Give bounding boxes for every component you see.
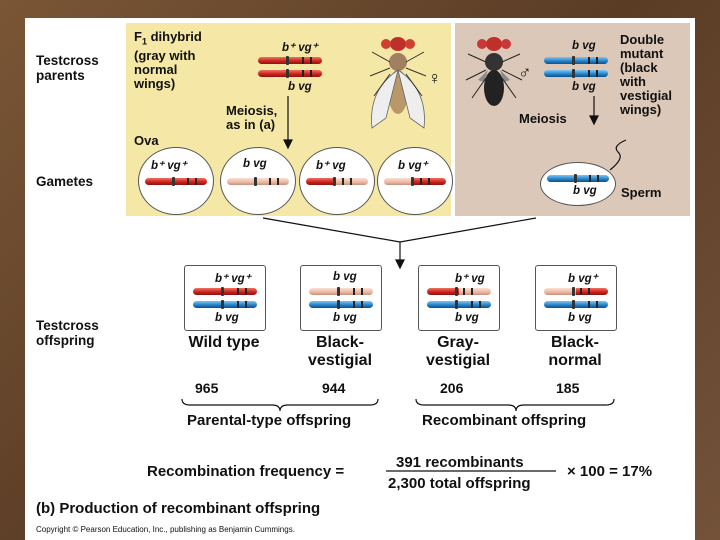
offspring-box-wild-type: b⁺ vg⁺ b vg (184, 265, 266, 331)
phenotype-wild-type: Wild type (188, 334, 260, 351)
gametes-label: Gametes (36, 174, 94, 189)
male-bottom-alleles: b vg (572, 81, 596, 93)
sperm-cell: b vg (540, 162, 616, 206)
recombination-frequency-label: Recombination frequency = (147, 463, 345, 480)
female-top-alleles: b⁺ vg⁺ (282, 42, 318, 54)
meiosis-a-label: Meiosis,as in (a) (226, 103, 278, 132)
ovum-2: b vg (220, 147, 296, 215)
parental-type-label: Parental-type offspring (187, 412, 352, 429)
ovum-4: b vg⁺ (377, 147, 453, 215)
female-bottom-alleles: b vg (288, 81, 312, 93)
offspring-box-black-normal: b vg⁺ b vg (535, 265, 617, 331)
male-top-alleles: b vg (572, 40, 596, 52)
count-gray-vestigial: 206 (440, 380, 464, 396)
male-chromosome-top (544, 56, 608, 65)
ova-label: Ova (134, 133, 159, 148)
figure-caption: (b) Production of recombinant offspring (36, 500, 321, 517)
copyright-notice: Copyright © Pearson Education, Inc., pub… (36, 525, 295, 534)
formula-result: × 100 = 17% (567, 463, 653, 480)
count-black-vestigial: 944 (322, 380, 346, 396)
female-chromosome-top (258, 56, 322, 65)
formula-denominator: 2,300 total offspring (388, 475, 531, 492)
female-chromosome-bottom (258, 69, 322, 78)
ovum-1: b⁺ vg⁺ (138, 147, 214, 215)
phenotype-black-normal: Black-normal (548, 334, 602, 369)
offspring-box-black-vestigial: b vg b vg (300, 265, 382, 331)
male-symbol: ♂ (518, 62, 532, 82)
formula-numerator: 391 recombinants (396, 454, 524, 471)
count-black-normal: 185 (556, 380, 580, 396)
meiosis-b-label: Meiosis (519, 111, 567, 126)
offspring-box-gray-vestigial: b⁺ vg b vg (418, 265, 500, 331)
count-wild-type: 965 (195, 380, 219, 396)
phenotype-black-vestigial: Black-vestigial (307, 334, 373, 369)
male-chromosome-bottom (544, 69, 608, 78)
recombinant-label: Recombinant offspring (422, 412, 587, 429)
female-symbol: ♀ (428, 68, 442, 88)
sperm-label: Sperm (621, 185, 662, 200)
phenotype-gray-vestigial: Gray-vestigial (425, 334, 491, 369)
ovum-3: b⁺ vg (299, 147, 375, 215)
